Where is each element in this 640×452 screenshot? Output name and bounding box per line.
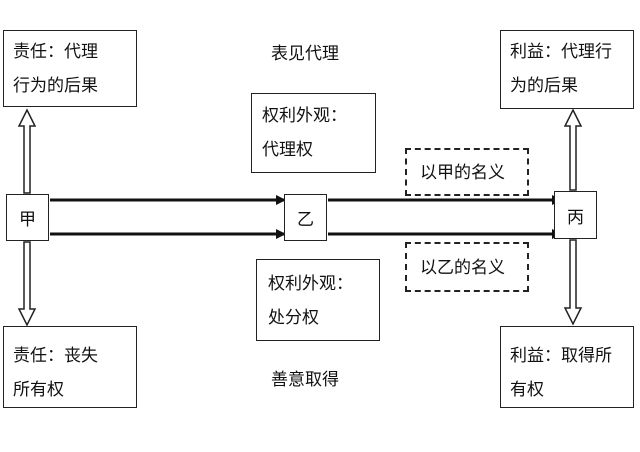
top-right-text: 利益：代理行 为的后果: [510, 42, 612, 96]
node-jia: 甲: [6, 194, 49, 241]
box-top-left-liability: 责任：代理 行为的后果: [3, 30, 137, 107]
node-bing: 丙: [554, 191, 597, 239]
dashed-box-name-of-jia: 以甲的名义: [405, 148, 529, 196]
hollow-arrow-jia-up: [17, 108, 37, 194]
upper-middle-text: 权利外观： 代理权: [262, 106, 347, 160]
hollow-arrow-bing-up: [563, 108, 583, 191]
box-top-right-benefit: 利益：代理行 为的后果: [500, 30, 634, 109]
bottom-left-text: 责任：丧失 所有权: [13, 346, 98, 400]
in-name-of-jia-label: 以甲的名义: [420, 163, 505, 183]
label-good-faith-acquisition: 善意取得: [271, 370, 339, 390]
box-bottom-right-benefit: 利益：取得所 有权: [500, 326, 634, 408]
label-apparent-agency: 表见代理: [271, 44, 339, 64]
lower-middle-text: 权利外观： 处分权: [268, 274, 353, 328]
box-bottom-left-liability: 责任：丧失 所有权: [3, 326, 137, 408]
hollow-arrow-bing-down: [563, 239, 583, 326]
dashed-box-name-of-yi: 以乙的名义: [405, 242, 529, 292]
top-left-text: 责任：代理 行为的后果: [13, 42, 98, 96]
box-apparent-authority: 权利外观： 代理权: [251, 93, 376, 173]
in-name-of-yi-label: 以乙的名义: [420, 258, 505, 278]
bottom-right-text: 利益：取得所 有权: [510, 346, 612, 400]
box-apparent-disposition: 权利外观： 处分权: [256, 259, 380, 341]
node-yi: 乙: [284, 194, 327, 241]
hollow-arrow-jia-down: [17, 241, 37, 327]
